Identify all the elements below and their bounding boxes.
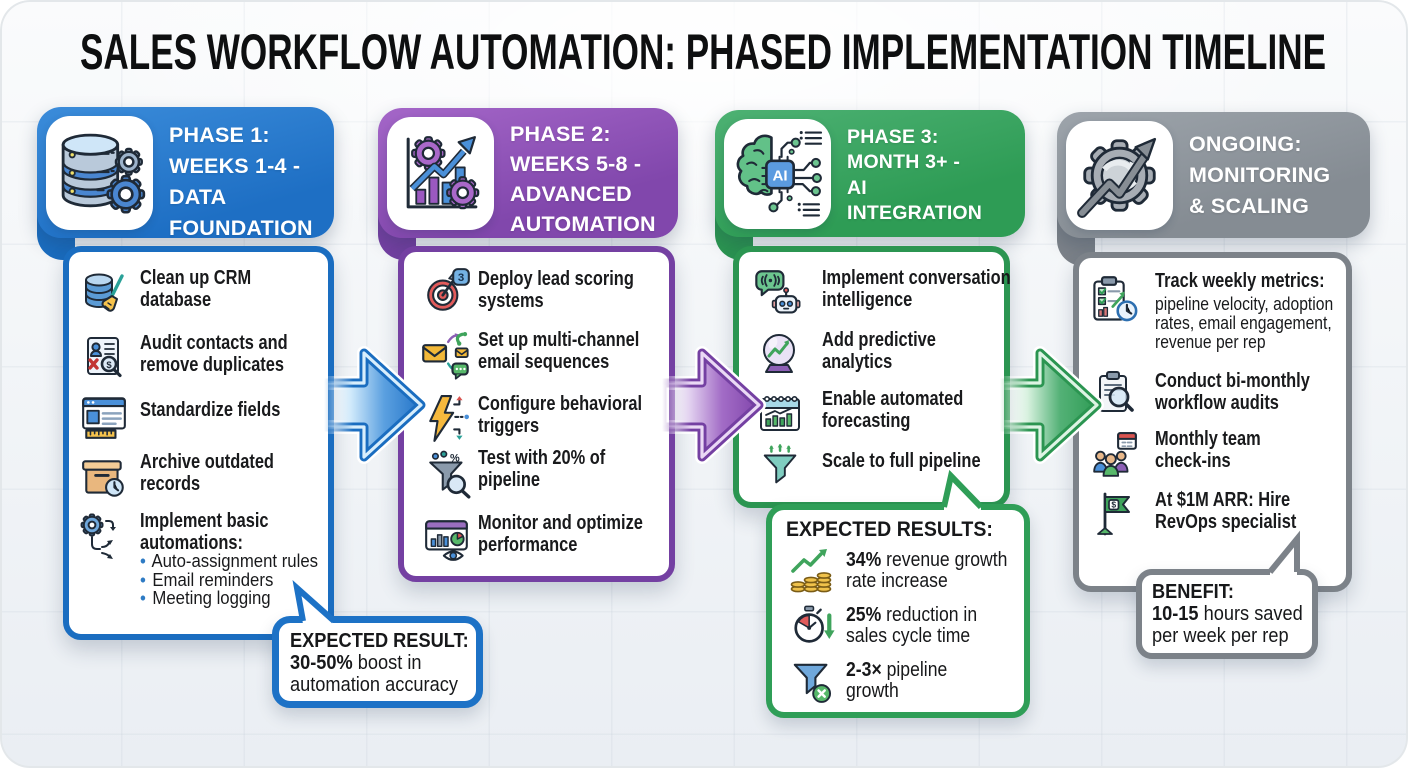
svg-text:%: %	[450, 452, 460, 464]
svg-text:$: $	[106, 360, 112, 371]
svg-text:3: 3	[458, 272, 464, 284]
svg-text:$: $	[1111, 500, 1116, 510]
svg-text:AI: AI	[772, 168, 787, 185]
